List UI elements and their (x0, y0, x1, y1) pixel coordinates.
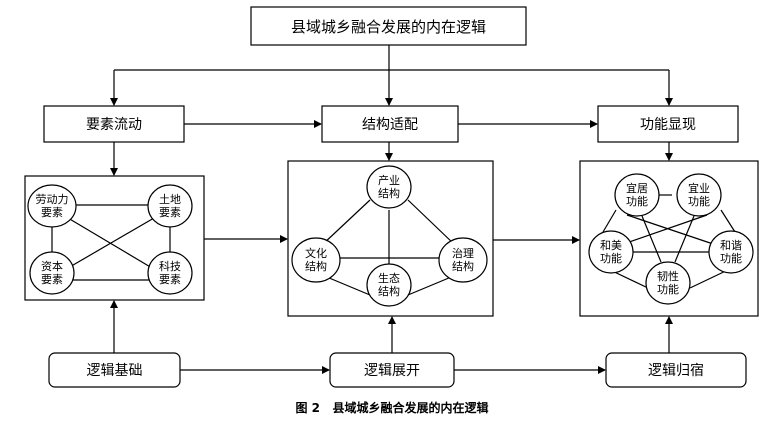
mid-node-governance (438, 237, 488, 283)
left-node-capital-label: 资本要素 (41, 260, 63, 286)
logic-home-label: 逻辑归宿 (648, 363, 704, 379)
left-node-land (147, 184, 193, 228)
left-node-tech-label: 科技要素 (159, 260, 181, 286)
right-edge-2 (602, 209, 617, 233)
mid-node-culture (291, 237, 341, 283)
function-show-box (597, 105, 739, 143)
mid-node-ecology-label: 生态结构 (378, 272, 400, 298)
right-node-beauty (588, 230, 634, 274)
mid-edge-6 (407, 274, 457, 296)
left-node-capital (29, 251, 75, 295)
right-node-business (676, 173, 722, 217)
logic-home-box (605, 352, 747, 388)
left-node-labor-label: 劳动力要素 (35, 193, 69, 219)
mid-node-industry (366, 165, 412, 209)
right-node-beauty-label: 和美功能 (600, 239, 622, 265)
structure-adapt-label: 结构适配 (362, 117, 418, 133)
element-flow-label: 要素流动 (86, 117, 142, 133)
mid-node-culture-label: 文化结构 (305, 247, 327, 273)
mid-edge-1 (321, 199, 371, 246)
logic-base-label: 逻辑基础 (86, 363, 143, 379)
right-node-livable (614, 173, 660, 217)
left-node-land-label: 土地要素 (159, 193, 181, 219)
function-show-label: 功能显现 (640, 117, 696, 133)
left-node-labor (27, 184, 77, 228)
figure-number: 图 2 (295, 401, 320, 415)
structure-adapt-box (321, 105, 459, 143)
left-edge-6 (67, 217, 155, 269)
logic-expand-label: 逻辑展开 (364, 363, 420, 379)
right-node-harmony (708, 230, 754, 274)
right-node-resilience (645, 261, 691, 305)
mid-edge-2 (407, 199, 456, 246)
right-edge-3 (720, 209, 736, 233)
right-node-business-label: 宜业功能 (688, 182, 710, 208)
figure-caption: 图 2 县域城乡融合发展的内在逻辑 (0, 399, 784, 416)
mid-node-ecology (366, 263, 412, 307)
mid-node-industry-label: 产业结构 (378, 174, 400, 200)
mid-node-governance-label: 治理结构 (452, 247, 474, 273)
right-node-resilience-label: 韧性功能 (657, 270, 679, 296)
right-edge-8 (641, 215, 662, 263)
right-edge-9 (674, 215, 695, 263)
left-node-tech (147, 251, 193, 295)
figure-caption-text: 县域城乡融合发展的内在逻辑 (332, 401, 489, 415)
right-node-livable-label: 宜居功能 (626, 182, 648, 208)
right-node-harmony-label: 和谐功能 (720, 239, 742, 265)
title-text: 县域城乡融合发展的内在逻辑 (290, 17, 486, 36)
title-box (250, 6, 527, 46)
